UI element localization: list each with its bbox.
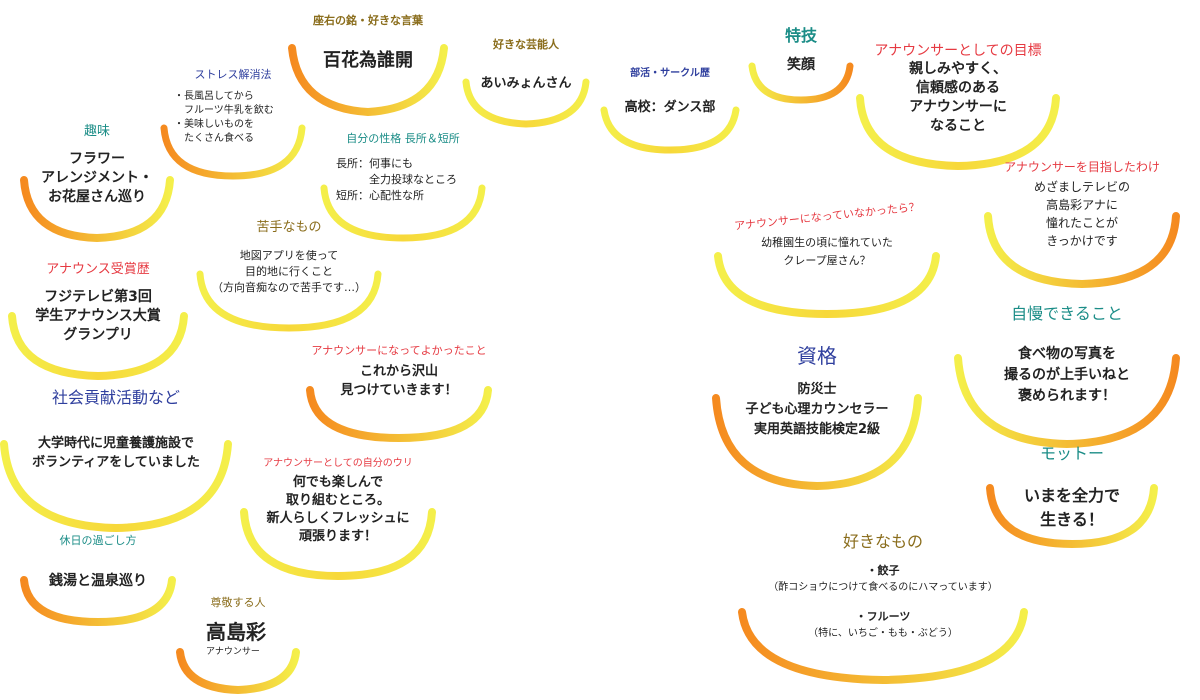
card-body: フラワー アレンジメント・ お花屋さん巡り <box>41 151 153 205</box>
card-arc <box>240 508 436 581</box>
card-stress-relief: ストレス解消法 ・長風呂してから フルーツ牛乳を飲む ・美味しいものを たくさん… <box>160 64 306 180</box>
card-body: 笑顔 <box>787 57 815 73</box>
card-arc <box>320 184 486 242</box>
card-arc <box>462 78 590 128</box>
card-reason: アナウンサーを目指したわけ めざましテレビの 高島彩アナに 憧れたことが きっか… <box>984 156 1180 289</box>
card-arc <box>20 576 176 627</box>
card-arc <box>160 124 306 180</box>
card-body: 長所：何事にも 全力投球なところ 短所：心配性な所 <box>336 157 457 202</box>
card-social: 社会貢献活動など 大学時代に児童養護施設で ボランティアをしていました <box>0 384 232 533</box>
card-motto-phrase: モットー いまを全力で 生きる！ <box>986 438 1158 549</box>
respected-name: 高島彩 <box>206 620 266 644</box>
card-body: 防災士 子ども心理カウンセラー 実用英語技能検定2級 <box>745 382 889 437</box>
card-title: アナウンサーとしての目標 <box>874 43 1042 59</box>
card-respected-person: 尊敬する人 高島彩 アナウンサー <box>176 592 300 695</box>
card-title: 好きな芸能人 <box>493 38 559 51</box>
card-body: 幼稚園生の頃に憧れていた クレープ屋さん？ <box>761 236 893 267</box>
card-arc <box>712 394 922 491</box>
card-body: いまを全力で 生きる！ <box>1023 486 1120 529</box>
card-arc <box>738 608 1028 685</box>
card-personality: 自分の性格 長所＆短所 長所：何事にも 全力投球なところ 短所：心配性な所 <box>320 128 486 242</box>
card-arc <box>986 484 1158 549</box>
card-arc <box>288 44 448 117</box>
card-body: これから沢山 見つけていきます！ <box>340 364 458 398</box>
card-weakness: 苦手なもの 地図アプリを使って 目的地に行くこと （方向音痴なので苦手です…） <box>196 214 382 332</box>
card-if-not-announcer: アナウンサーになっていなかったら？ 幼稚園生の頃に憧れていた クレープ屋さん？ <box>714 200 940 319</box>
card-arc <box>714 252 940 319</box>
favorite-note-gyoza: （酢コショウにつけて食べるのにハマっています） <box>768 582 998 593</box>
card-title: 苦手なもの <box>256 220 322 235</box>
card-favorite-things: 好きなもの ・餃子 （酢コショウにつけて食べるのにハマっています） ・フルーツ … <box>738 528 1028 685</box>
card-title: アナウンサーを目指したわけ <box>1004 160 1160 174</box>
card-arc <box>0 440 232 533</box>
card-arc <box>856 94 1060 171</box>
card-title: 尊敬する人 <box>210 596 266 609</box>
card-body: 大学時代に児童養護施設で ボランティアをしていました <box>32 436 200 470</box>
card-title: 自分の性格 長所＆短所 <box>346 132 460 145</box>
card-title: 自慢できること <box>1011 304 1123 323</box>
card-title: アナウンサーになってよかったこと <box>311 344 487 357</box>
card-body: 親しみやすく、 信頼感のある アナウンサーに なること <box>909 61 1007 134</box>
card-goal: アナウンサーとしての目標 親しみやすく、 信頼感のある アナウンサーに なること <box>856 38 1060 171</box>
card-hobby: 趣味 フラワー アレンジメント・ お花屋さん巡り <box>20 120 174 243</box>
card-glad: アナウンサーになってよかったこと これから沢山 見つけていきます！ <box>306 340 492 443</box>
card-body: フジテレビ第3回 学生アナウンス大賞 グランプリ <box>35 289 161 343</box>
card-title: アナウンサーとしての自分のウリ <box>263 458 413 469</box>
card-title: 特技 <box>784 26 817 45</box>
card-title: 社会貢献活動など <box>51 388 180 407</box>
card-body: 食べ物の写真を 撮るのが上手いねと 褒められます！ <box>1004 346 1130 404</box>
respected-role: アナウンサー <box>206 647 260 657</box>
card-arc <box>954 354 1180 449</box>
card-selling-point: アナウンサーとしての自分のウリ 何でも楽しんで 取り組むところ。 新人らしくフレ… <box>240 452 436 581</box>
card-title: 休日の過ごし方 <box>59 534 137 547</box>
card-body: 百花為誰開 <box>323 50 413 71</box>
card-arc <box>8 312 188 381</box>
card-award: アナウンス受賞歴 フジテレビ第3回 学生アナウンス大賞 グランプリ <box>8 256 188 381</box>
card-arc <box>600 106 740 154</box>
card-title: 好きなもの <box>842 532 923 551</box>
card-arc <box>748 62 854 104</box>
card-arc <box>196 270 382 332</box>
card-proud: 自慢できること 食べ物の写真を 撮るのが上手いねと 褒められます！ <box>954 298 1180 449</box>
card-body: ・長風呂してから フルーツ牛乳を飲む ・美味しいものを たくさん食べる <box>174 91 274 144</box>
card-body: 銭湯と温泉巡り <box>49 573 147 589</box>
card-motto: 座右の銘・好きな言葉 百花為誰開 <box>288 8 448 118</box>
card-title: 部活・サークル歴 <box>630 68 710 79</box>
favorite-note-fruits: （特に、いちご・もも・ぶどう） <box>808 628 958 639</box>
card-body: 高校：ダンス部 <box>624 100 716 115</box>
card-title: アナウンス受賞歴 <box>46 262 150 277</box>
card-title: 座右の銘・好きな言葉 <box>313 14 423 27</box>
card-arc <box>176 648 300 695</box>
card-body: あいみょんさん <box>480 76 572 91</box>
card-license: 資格 防災士 子ども心理カウンセラー 実用英語技能検定2級 <box>712 338 922 491</box>
card-body: めざましテレビの 高島彩アナに 憧れたことが きっかけです <box>1033 180 1130 248</box>
card-title: モットー <box>1039 444 1104 463</box>
card-title: 資格 <box>797 344 837 368</box>
card-club-history: 部活・サークル歴 高校：ダンス部 <box>600 60 740 154</box>
card-body: 何でも楽しんで 取り組むところ。 新人らしくフレッシュに 頑張ります！ <box>266 475 410 544</box>
favorite-item-fruits: ・フルーツ <box>855 610 911 623</box>
card-body: 地図アプリを使って 目的地に行くこと （方向音痴なので苦手です…） <box>212 249 366 294</box>
card-arc <box>20 176 174 243</box>
card-title: ストレス解消法 <box>194 68 272 81</box>
card-title: 趣味 <box>83 124 110 139</box>
card-arc <box>306 386 492 443</box>
card-holiday: 休日の過ごし方 銭湯と温泉巡り <box>20 530 176 627</box>
favorite-item-gyoza: ・餃子 <box>866 564 900 577</box>
card-arc <box>984 212 1180 289</box>
card-skill: 特技 笑顔 <box>748 20 854 104</box>
card-favorite-celebrity: 好きな芸能人 あいみょんさん <box>462 32 590 128</box>
